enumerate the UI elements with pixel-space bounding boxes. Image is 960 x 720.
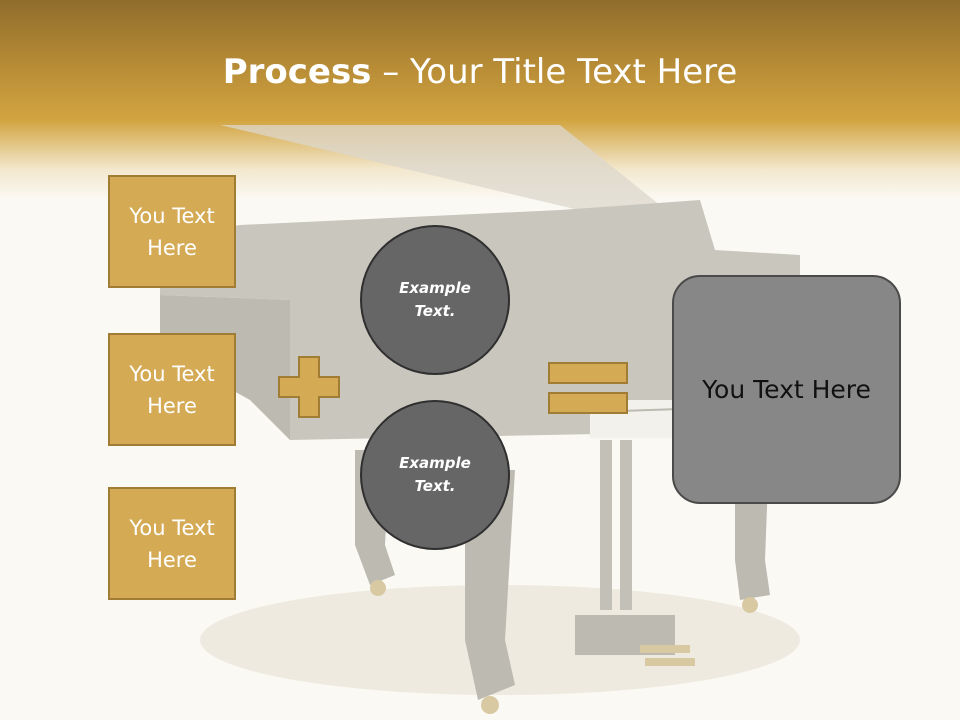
equals-icon (548, 362, 628, 414)
plus-icon (278, 356, 340, 418)
page-title: Process – Your Title Text Here (0, 52, 960, 92)
text-box-1[interactable]: You Text Here (108, 175, 236, 288)
example-circle-2[interactable]: Example Text. (360, 400, 510, 550)
example-circle-1[interactable]: Example Text. (360, 225, 510, 375)
title-bold: Process (222, 52, 372, 92)
result-box[interactable]: You Text Here (672, 275, 901, 504)
text-box-2[interactable]: You Text Here (108, 333, 236, 446)
title-rest: – Your Title Text Here (371, 52, 738, 92)
text-box-3[interactable]: You Text Here (108, 487, 236, 600)
